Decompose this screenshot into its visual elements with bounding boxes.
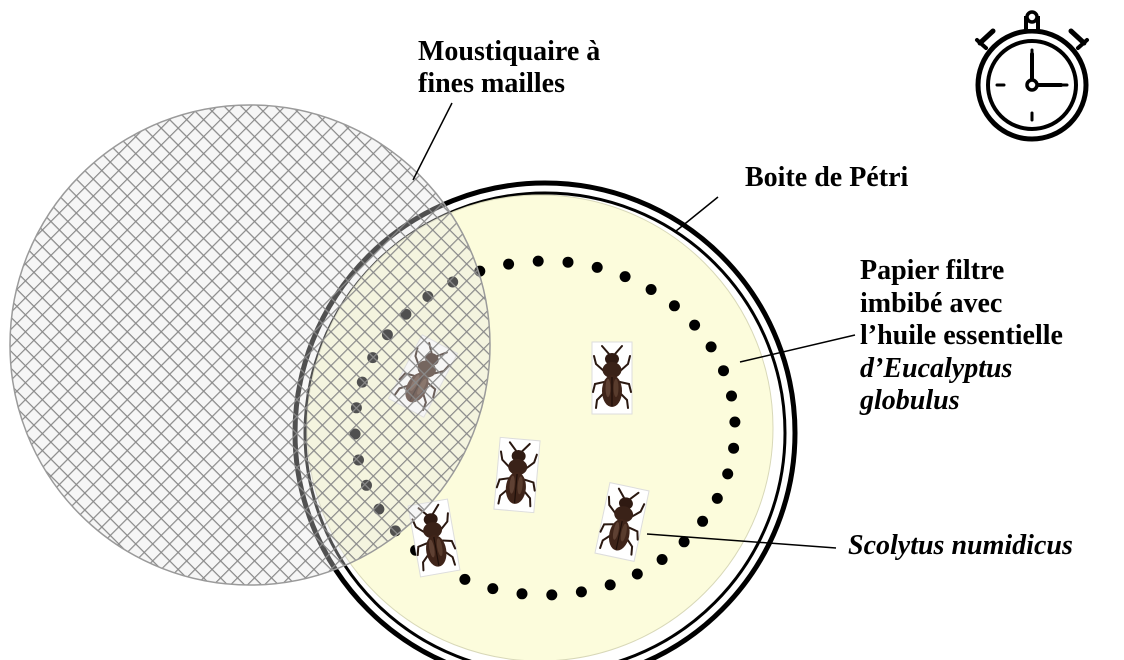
- oil-drop: [706, 341, 717, 352]
- oil-drop: [517, 588, 528, 599]
- scolytus-beetle-1: [592, 342, 632, 414]
- oil-drop: [533, 256, 544, 267]
- filter-paper-label: Papier filtre imbibé avec l’huile essent…: [860, 255, 1063, 418]
- mosquito-net: [10, 105, 490, 585]
- oil-drop: [712, 493, 723, 504]
- oil-drop: [689, 320, 700, 331]
- filter-paper-species-line-2: globulus: [860, 385, 960, 416]
- leader-line-petri-dish: [676, 197, 718, 231]
- oil-drop: [657, 554, 668, 565]
- mosquito-net-mesh: [10, 105, 490, 585]
- oil-drop: [459, 574, 470, 585]
- oil-drop: [722, 468, 733, 479]
- oil-drop: [669, 300, 680, 311]
- oil-drop: [728, 443, 739, 454]
- petri-dish-label: Boite de Pétri: [745, 162, 908, 194]
- oil-drop: [632, 569, 643, 580]
- oil-drop: [726, 391, 737, 402]
- oil-drop: [592, 262, 603, 273]
- oil-drop: [729, 417, 740, 428]
- oil-drop: [605, 579, 616, 590]
- oil-drop: [646, 284, 657, 295]
- filter-paper-label-line-1: Papier filtre: [860, 255, 1063, 288]
- oil-drop: [697, 516, 708, 527]
- oil-drop: [546, 589, 557, 600]
- filter-paper-species-line-1: d’Eucalyptus: [860, 353, 1012, 384]
- mosquito-net-label-line-1: Moustiquaire à: [418, 36, 600, 68]
- oil-drop: [679, 536, 690, 547]
- insect-label: Scolytus numidicus: [848, 530, 1073, 562]
- leader-line-mosquito-net: [413, 103, 452, 180]
- oil-drop: [503, 259, 514, 270]
- filter-paper-label-line-3: l’huile essentielle: [860, 320, 1063, 353]
- oil-drop: [576, 586, 587, 597]
- scolytus-beetle-2: [494, 437, 540, 512]
- oil-drop: [563, 257, 574, 268]
- oil-drop: [487, 583, 498, 594]
- mosquito-net-label-line-2: fines mailles: [418, 68, 600, 100]
- oil-drop: [620, 271, 631, 282]
- stopwatch-icon: [977, 12, 1087, 139]
- mosquito-net-label: Moustiquaire à fines mailles: [418, 36, 600, 100]
- filter-paper-label-line-2: imbibé avec: [860, 288, 1063, 321]
- oil-drop: [718, 365, 729, 376]
